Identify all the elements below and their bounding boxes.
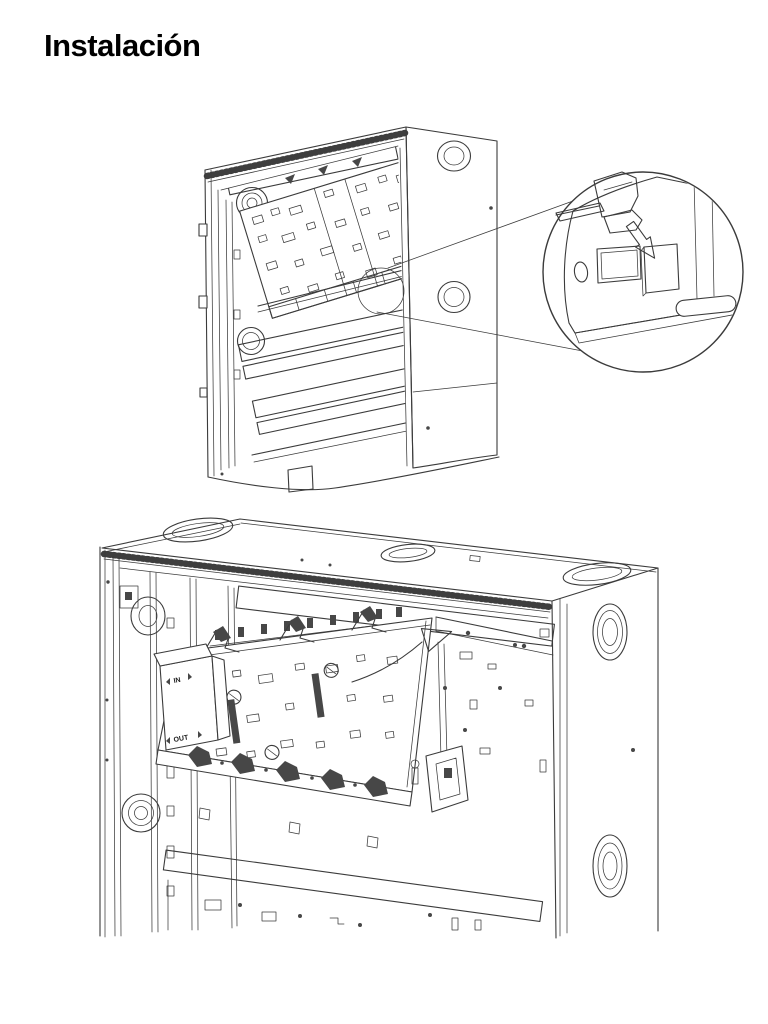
knockout-hole — [562, 562, 632, 586]
cabinet2-side-panel — [551, 567, 659, 939]
rotate-direction-arrow-icon — [351, 628, 453, 683]
knockout-hole — [436, 140, 472, 172]
rectangular-slot — [596, 245, 642, 284]
cabinet1-interior — [225, 146, 407, 469]
knockout-hole — [592, 834, 628, 898]
knockout-hole — [121, 793, 161, 833]
retaining-clip — [555, 171, 643, 234]
support-bracket — [425, 641, 469, 813]
cabinet1-side-panel — [405, 126, 498, 469]
detail-leader-lines — [376, 200, 589, 353]
knockout-hole — [162, 517, 234, 543]
knockout-hole — [437, 280, 471, 314]
keyhole-tab — [410, 759, 420, 785]
spring-clip — [204, 626, 240, 653]
figure-cabinet-board-install — [198, 126, 589, 493]
round-hole — [573, 261, 589, 283]
mounting-rails — [237, 305, 407, 463]
spring-clip — [351, 606, 387, 633]
detail-source-circle — [357, 267, 405, 315]
knockout-hole — [592, 603, 628, 661]
chassis-cutouts — [201, 654, 399, 760]
figure-cabinet-chassis-install: IN OUT — [99, 517, 659, 939]
magnified-detail-circle — [542, 171, 744, 373]
cabinet1-front-frame — [198, 126, 414, 478]
module-out-label: OUT — [173, 734, 189, 744]
spring-clip — [279, 616, 315, 643]
detail-wall-panel — [563, 176, 742, 334]
backpanel-marks — [410, 643, 547, 785]
page-title: Instalación — [44, 28, 201, 63]
hinge — [119, 585, 166, 636]
module-in-label: IN — [173, 677, 181, 685]
cabinet2-top-rail — [100, 550, 555, 619]
clip-square-hole — [640, 243, 680, 297]
interior-right-rail — [435, 616, 554, 656]
rounded-slot — [675, 295, 737, 317]
knockout-hole — [380, 543, 436, 563]
knockout-hole — [236, 326, 266, 356]
lower-plate — [162, 849, 544, 931]
cabinet2-top-face — [101, 517, 659, 602]
insert-direction-arrow-icon — [625, 220, 656, 259]
io-module: IN OUT — [153, 643, 231, 751]
swing-chassis — [155, 606, 433, 849]
